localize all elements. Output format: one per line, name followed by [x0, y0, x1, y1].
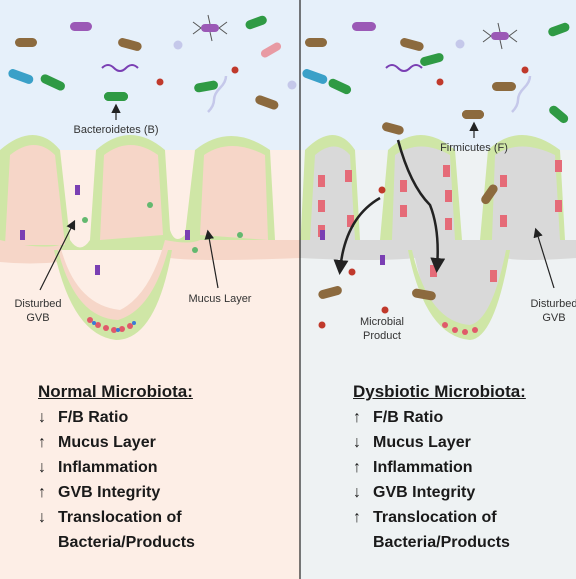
normal-item-arrow: ↓: [38, 405, 58, 430]
normal-item-text: Mucus Layer: [58, 434, 156, 451]
normal-item: ↓Translocation of: [38, 505, 195, 530]
dysbiotic-item: ↑Inflammation: [353, 455, 526, 480]
dysbiotic-item: ↓Mucus Layer: [353, 430, 526, 455]
normal-item-text: GVB Integrity: [58, 484, 160, 501]
disturbed-gvb-right-label-line2: GVB: [542, 312, 565, 324]
dysbiotic-item: ↑Translocation of: [353, 505, 526, 530]
normal-item-continuation: Bacteria/Products: [38, 530, 195, 555]
mucus-layer-label: Mucus Layer: [189, 293, 252, 305]
dysbiotic-item-text: Inflammation: [373, 459, 473, 476]
normal-item-arrow: ↑: [38, 480, 58, 505]
dysbiotic-item-arrow: ↓: [353, 430, 373, 455]
normal-item: ↓Inflammation: [38, 455, 195, 480]
dysbiotic-item-arrow: ↓: [353, 480, 373, 505]
microbial-product-label-line2: Product: [363, 330, 401, 342]
dysbiotic-item-arrow: ↑: [353, 455, 373, 480]
bacteroidetes-icon: [104, 92, 128, 101]
firmicutes-icon: [462, 110, 484, 119]
dysbiotic-item-continuation: Bacteria/Products: [353, 530, 526, 555]
dysbiotic-item-text: Mucus Layer: [373, 434, 471, 451]
dysbiotic-item: ↓GVB Integrity: [353, 480, 526, 505]
dysbiotic-microbiota-title: Dysbiotic Microbiota:: [353, 382, 526, 402]
dysbiotic-item: ↑F/B Ratio: [353, 405, 526, 430]
dysbiotic-item-arrow: ↑: [353, 505, 373, 530]
dysbiotic-item-arrow: ↑: [353, 405, 373, 430]
normal-item: ↓F/B Ratio: [38, 405, 195, 430]
normal-item-arrow: ↑: [38, 430, 58, 455]
normal-item-text: F/B Ratio: [58, 409, 128, 426]
normal-item-arrow: ↓: [38, 505, 58, 530]
bacteroidetes-label: Bacteroidetes (B): [74, 124, 159, 136]
normal-item: ↑Mucus Layer: [38, 430, 195, 455]
disturbed-gvb-right-label-line1: Disturbed: [530, 298, 576, 310]
normal-item: ↑GVB Integrity: [38, 480, 195, 505]
dysbiotic-item-text: Translocation of: [373, 509, 497, 526]
normal-item-arrow: ↓: [38, 455, 58, 480]
disturbed-gvb-left-label-line2: GVB: [26, 312, 49, 324]
dysbiotic-item-text: GVB Integrity: [373, 484, 475, 501]
dysbiotic-item-text: F/B Ratio: [373, 409, 443, 426]
disturbed-gvb-left-label-line1: Disturbed: [14, 298, 61, 310]
normal-microbiota-title: Normal Microbiota:: [38, 382, 195, 402]
normal-item-text: Inflammation: [58, 459, 158, 476]
dysbiotic-microbiota-summary: Dysbiotic Microbiota: ↑F/B Ratio ↓Mucus …: [353, 382, 526, 555]
normal-item-text: Translocation of: [58, 509, 182, 526]
microbial-product-label-line1: Microbial: [360, 316, 404, 328]
firmicutes-label: Firmicutes (F): [440, 142, 508, 154]
normal-microbiota-summary: Normal Microbiota: ↓F/B Ratio ↑Mucus Lay…: [38, 382, 195, 555]
